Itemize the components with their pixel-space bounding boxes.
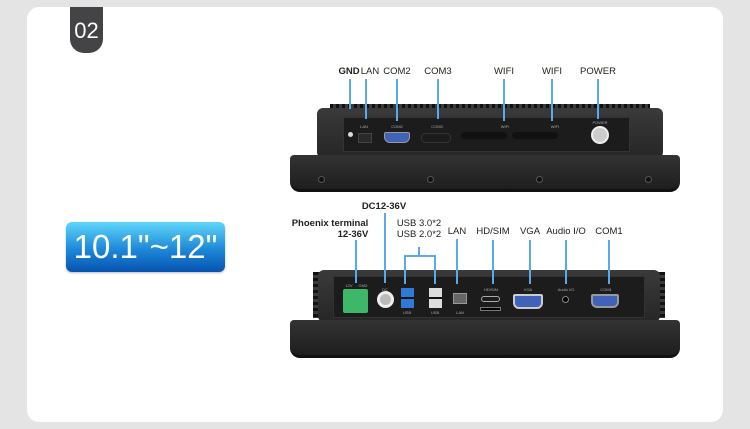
lan-port-icon [453, 293, 467, 304]
screw-icon [318, 176, 325, 183]
section-number-badge: 02 [70, 7, 103, 53]
callout-line [565, 240, 567, 284]
callout-line [529, 240, 531, 284]
screw-icon [645, 176, 652, 183]
panel-print: WIFI [550, 124, 560, 129]
device-bezel [290, 320, 680, 358]
com1-port-icon [591, 294, 619, 308]
screw-icon [536, 176, 543, 183]
panel-print: WIFI [500, 124, 510, 129]
sim-slot-icon [480, 307, 501, 311]
panel-print: VGA [523, 287, 533, 292]
label-com3: COM3 [424, 66, 452, 77]
screen-size-badge: 10.1"~12" [66, 222, 225, 272]
usb3-port-icon [401, 288, 414, 308]
label-vga: VGA [519, 226, 541, 237]
label-line: Phoenix terminal [291, 218, 369, 229]
panel-print: POWER [592, 120, 608, 125]
callout-line [355, 240, 357, 283]
heat-fins [330, 104, 650, 110]
audio-jack-icon [562, 296, 569, 303]
label-wifi: WIFI [493, 66, 515, 77]
label-lan: LAN [447, 226, 467, 237]
label-power: POWER [580, 66, 616, 77]
usb2-port-icon [429, 288, 442, 308]
callout-line [597, 79, 599, 119]
wifi-antenna-icon [461, 132, 507, 139]
callout-line [349, 79, 351, 109]
panel-print: USB [430, 310, 440, 315]
callout-line [418, 247, 420, 255]
dc-jack-icon [377, 291, 394, 308]
panel-print: USB [402, 310, 412, 315]
label-hd-sim: HD/SIM [476, 226, 510, 237]
power-button[interactable] [591, 126, 609, 144]
phoenix-terminal-icon [343, 289, 368, 313]
label-line: 12-36V [337, 229, 369, 240]
callout-line [608, 240, 610, 284]
screw-icon [427, 176, 434, 183]
panel-print: Audio I/O [557, 287, 575, 292]
vga-port-icon [513, 294, 543, 309]
callout-line [404, 255, 406, 284]
panel-print: LAN [456, 310, 464, 315]
label-line: USB 2.0*2 [396, 229, 442, 240]
panel-print: COM3 [431, 124, 443, 129]
label-dc: DC12-36V [361, 201, 407, 212]
label-lan: LAN [360, 66, 380, 77]
panel-print: COM2 [391, 124, 403, 129]
callout-line [384, 213, 386, 283]
label-wifi: WIFI [541, 66, 563, 77]
label-com2: COM2 [383, 66, 411, 77]
callout-line [456, 239, 458, 284]
lan-port-icon [358, 133, 372, 143]
callout-line [492, 240, 494, 284]
panel-print: COM1 [600, 287, 612, 292]
gnd-terminal-icon [348, 132, 353, 137]
callout-line [551, 79, 553, 121]
panel-print: 12V [345, 283, 353, 288]
callout-bracket [404, 255, 435, 257]
panel-print: DC [382, 287, 388, 292]
label-line: USB 3.0*2 [396, 218, 442, 229]
callout-line [503, 79, 505, 121]
label-gnd: GND [338, 66, 360, 77]
hdmi-port-icon [481, 296, 500, 302]
com2-port-icon [384, 132, 410, 143]
com3-port-icon [421, 133, 451, 143]
callout-line [396, 79, 398, 121]
panel-print: GND [358, 283, 368, 288]
callout-line [365, 79, 367, 119]
heat-fins [657, 272, 665, 318]
callout-line [434, 255, 436, 284]
panel-print: HD/SIM [484, 287, 498, 292]
device-bezel [290, 155, 680, 192]
heat-fins [313, 272, 321, 318]
callout-line [437, 79, 439, 119]
panel-print: LAN [360, 124, 368, 129]
label-com1: COM1 [595, 226, 623, 237]
wifi-antenna-icon [512, 132, 558, 139]
label-audio-io: Audio I/O [546, 226, 586, 237]
